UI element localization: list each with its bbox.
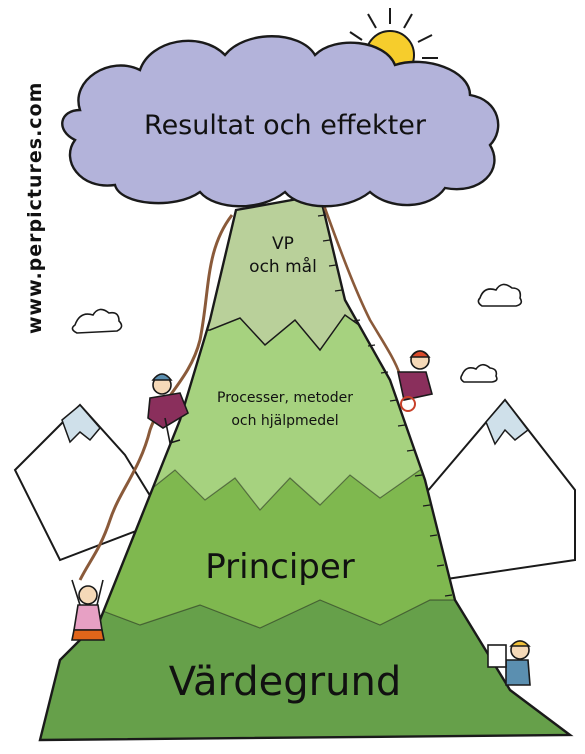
mountain-outline (38, 193, 574, 742)
layer-processer-label-line1: Processer, metoder (217, 390, 353, 406)
credit-text: www.perpictures.com (24, 81, 46, 334)
layer-vardegrund-fill (40, 600, 570, 740)
map-icon (487, 644, 507, 668)
layer-boundary (40, 599, 570, 636)
height-ticks (317, 214, 453, 597)
background-mountains (13, 398, 576, 582)
small-cloud (460, 363, 498, 383)
cloud-icon (61, 35, 500, 208)
climber-icon (147, 373, 189, 445)
layer-processer-label-line2: och hjälpmedel (231, 413, 338, 429)
small-clouds (71, 283, 523, 383)
hiker-icon (487, 640, 531, 686)
layer-vardegrund-label: Värdegrund (169, 659, 401, 705)
climber-icon (71, 579, 105, 641)
cloud-label: Resultat och effekter (144, 110, 427, 141)
layer-principer-label: Principer (205, 547, 355, 587)
rope-icon (78, 214, 234, 581)
right-snow-cap (485, 398, 530, 446)
small-cloud (477, 283, 523, 307)
layer-boundary (40, 469, 570, 511)
layer-vp-label-line1: VP (272, 234, 294, 254)
climber-icon (397, 350, 433, 412)
layer-vp-label-line2: och mål (249, 256, 317, 277)
left-snow-cap (61, 403, 101, 444)
rope-icon (320, 199, 402, 376)
small-cloud (71, 308, 123, 334)
